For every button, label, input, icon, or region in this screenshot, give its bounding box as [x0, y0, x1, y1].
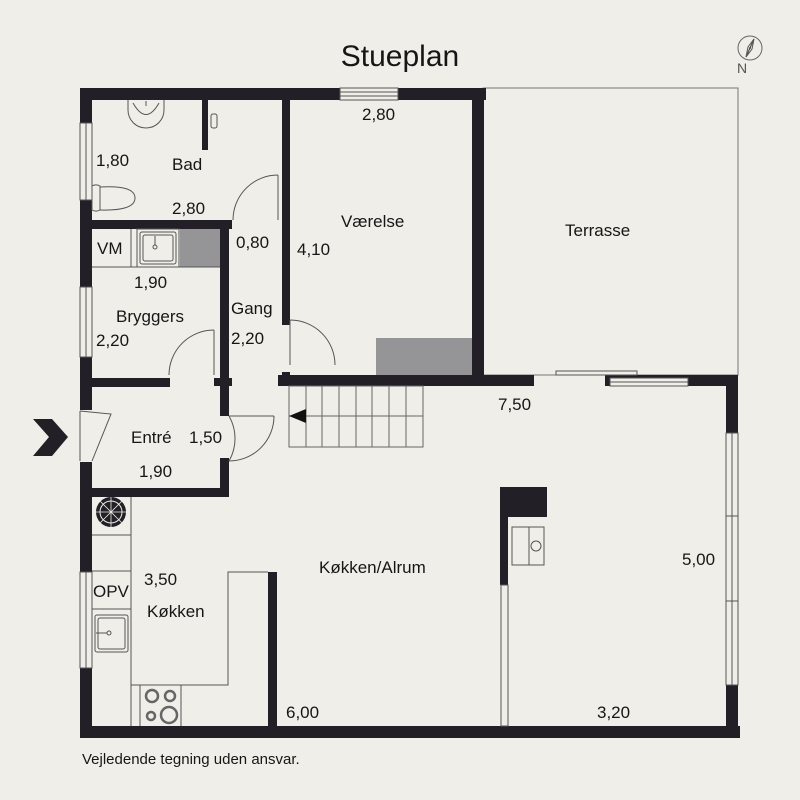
shower-tap-icon	[210, 113, 218, 129]
windows	[79, 87, 739, 727]
dimension-alrum-bottom-right: 3,20	[597, 703, 631, 722]
room-label-kokken-alrum: Køkken/Alrum	[319, 558, 426, 577]
entrance-arrow-icon	[33, 419, 68, 456]
dimension-alrum-top: 7,50	[498, 395, 532, 414]
alrum-sink-icon	[511, 526, 545, 566]
room-label-gang: Gang	[231, 299, 273, 318]
dimension-bryggers-width: 1,90	[134, 273, 168, 292]
page-title: Stueplan	[340, 40, 460, 73]
kitchen-counters	[92, 497, 268, 726]
washbasin-icon	[127, 100, 165, 129]
compass-north-label: N	[737, 60, 748, 76]
wardrobe-gray	[376, 338, 472, 378]
room-label-entre: Entré	[131, 428, 172, 447]
dimension-bryggers-length: 2,20	[96, 331, 130, 350]
room-label-bad: Bad	[172, 155, 203, 174]
cooktop-icon	[144, 688, 179, 725]
ventilation-fan-icon	[96, 497, 126, 527]
north-compass-icon	[737, 35, 763, 61]
dimension-gang-length: 2,20	[231, 329, 265, 348]
room-label-bryggers: Bryggers	[116, 307, 185, 326]
doors	[79, 174, 336, 462]
dimension-entre-width: 1,50	[189, 428, 223, 447]
dimension-vaerelse-width: 2,80	[362, 105, 396, 124]
bathroom-fixtures	[91, 100, 218, 212]
dimension-vaerelse-length: 4,10	[297, 240, 331, 259]
dimension-bad-length: 2,80	[172, 199, 206, 218]
room-label-vm: VM	[97, 239, 123, 258]
dimension-entre-length: 1,90	[139, 462, 173, 481]
utility-counter-gray	[180, 229, 220, 267]
room-label-opv: OPV	[93, 582, 129, 601]
dimension-gang-width: 0,80	[236, 233, 270, 252]
dimension-alrum-right: 5,00	[682, 550, 716, 569]
staircase	[288, 385, 424, 448]
room-label-kokken: Køkken	[147, 602, 205, 621]
room-label-vaerelse: Værelse	[341, 212, 405, 231]
dimension-alrum-bottom: 6,00	[286, 703, 320, 722]
utility-sink-icon	[136, 228, 180, 268]
stair-direction-arrow-icon	[289, 409, 306, 423]
walls	[80, 88, 740, 738]
kitchen-sink-icon	[94, 614, 129, 653]
toilet-icon	[91, 184, 101, 212]
dimension-kokken-length: 3,50	[144, 570, 178, 589]
room-label-terrasse: Terrasse	[565, 221, 631, 240]
disclaimer-footer: Vejledende tegning uden ansvar.	[82, 751, 300, 768]
dimension-bad-width: 1,80	[96, 151, 130, 170]
